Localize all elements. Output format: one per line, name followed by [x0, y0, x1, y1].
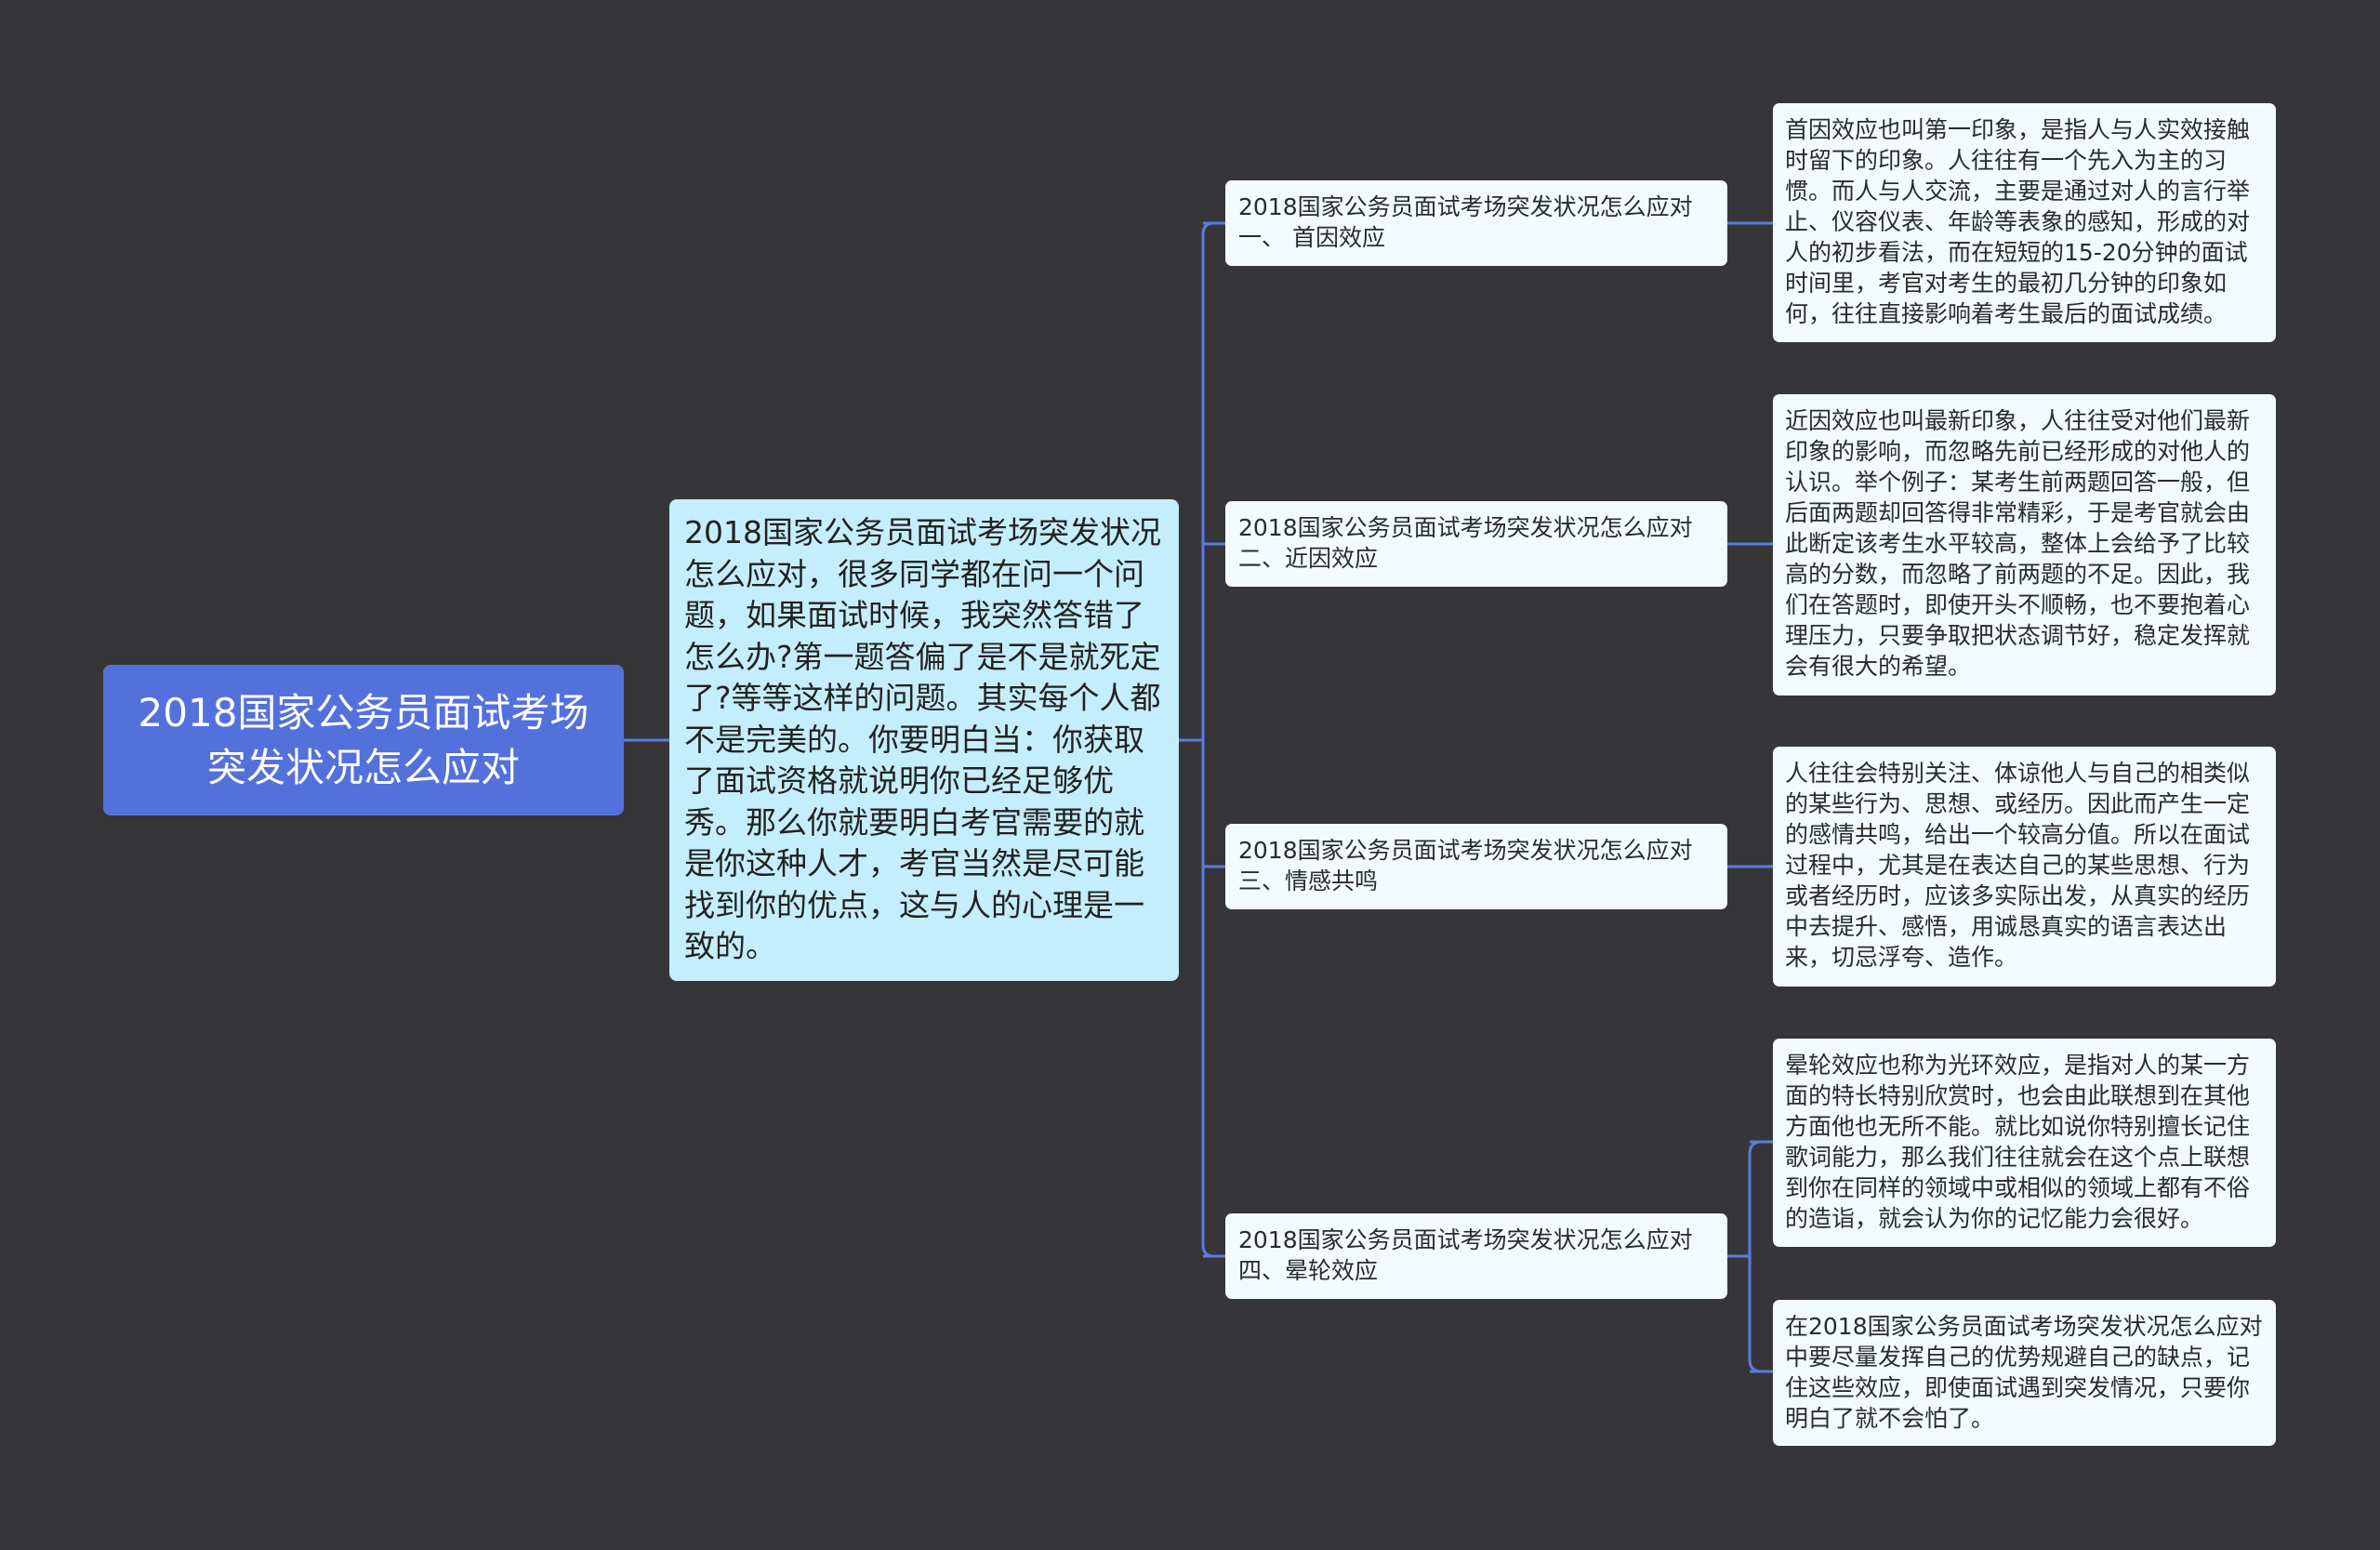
branch-label: 2018国家公务员面试考场突发状况怎么应对二、近因效应: [1238, 514, 1693, 572]
leaf-node-2[interactable]: 近因效应也叫最新印象，人往往受对他们最新印象的影响，而忽略先前已经形成的对他人的…: [1773, 394, 2276, 696]
root-node[interactable]: 2018国家公务员面试考场突发状况怎么应对: [103, 665, 624, 815]
branch-node-4[interactable]: 2018国家公务员面试考场突发状况怎么应对四、晕轮效应: [1225, 1213, 1727, 1299]
root-label: 2018国家公务员面试考场突发状况怎么应对: [138, 690, 589, 790]
leaf-node-1[interactable]: 首因效应也叫第一印象，是指人与人实效接触时留下的印象。人往往有一个先入为主的习惯…: [1773, 103, 2276, 342]
intro-node[interactable]: 2018国家公务员面试考场突发状况怎么应对，很多同学都在问一个问题，如果面试时候…: [669, 499, 1179, 981]
leaf-node-4[interactable]: 晕轮效应也称为光环效应，是指对人的某一方面的特长特别欣赏时，也会由此联想到在其他…: [1773, 1039, 2276, 1247]
leaf-node-5[interactable]: 在2018国家公务员面试考场突发状况怎么应对中要尽量发挥自己的优势规避自己的缺点…: [1773, 1300, 2276, 1446]
leaf-text: 近因效应也叫最新印象，人往往受对他们最新印象的影响，而忽略先前已经形成的对他人的…: [1785, 407, 2251, 680]
link-branch4-fork: [1748, 1140, 1763, 1373]
leaf-text: 首因效应也叫第一印象，是指人与人实效接触时留下的印象。人往往有一个先入为主的习惯…: [1785, 116, 2251, 327]
leaf-node-3[interactable]: 人往往会特别关注、体谅他人与自己的相类似的某些行为、思想、或经历。因此而产生一定…: [1773, 747, 2276, 987]
leaf-text: 在2018国家公务员面试考场突发状况怎么应对中要尽量发挥自己的优势规避自己的缺点…: [1785, 1313, 2263, 1432]
branch-node-3[interactable]: 2018国家公务员面试考场突发状况怎么应对三、情感共鸣: [1225, 824, 1727, 909]
leaf-text: 人往往会特别关注、体谅他人与自己的相类似的某些行为、思想、或经历。因此而产生一定…: [1785, 760, 2251, 971]
leaf-text: 晕轮效应也称为光环效应，是指对人的某一方面的特长特别欣赏时，也会由此联想到在其他…: [1785, 1052, 2251, 1232]
branch-label: 2018国家公务员面试考场突发状况怎么应对三、情感共鸣: [1238, 837, 1693, 894]
intro-text: 2018国家公务员面试考场突发状况怎么应对，很多同学都在问一个问题，如果面试时候…: [684, 514, 1161, 964]
link-branch-trunk: [1201, 221, 1215, 1258]
branch-node-2[interactable]: 2018国家公务员面试考场突发状况怎么应对二、近因效应: [1225, 501, 1727, 587]
branch-label: 2018国家公务员面试考场突发状况怎么应对一、 首因效应: [1238, 193, 1693, 251]
branch-node-1[interactable]: 2018国家公务员面试考场突发状况怎么应对一、 首因效应: [1225, 180, 1727, 266]
branch-label: 2018国家公务员面试考场突发状况怎么应对四、晕轮效应: [1238, 1226, 1693, 1284]
